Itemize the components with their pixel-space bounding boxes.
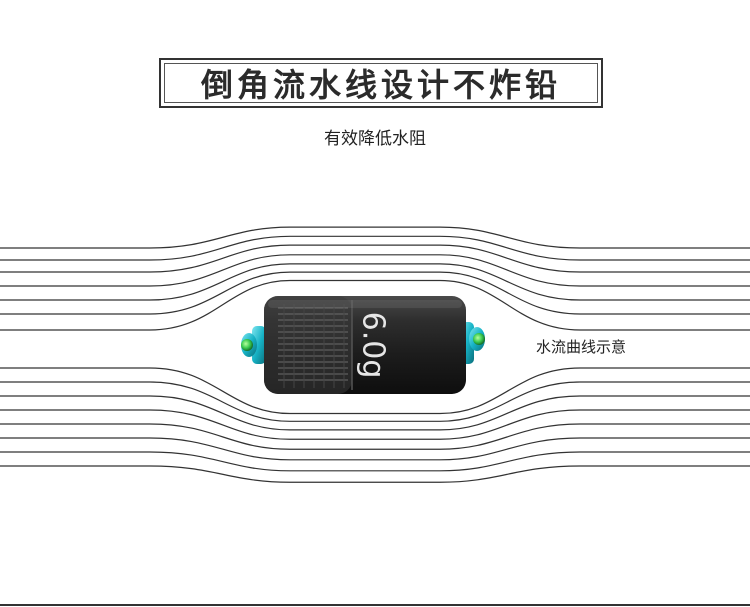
title-frame: 倒角流水线设计不炸铅 [159,58,603,108]
subtitle: 有效降低水阻 [324,129,426,149]
flow-lines [0,226,750,483]
flow-caption: 水流曲线示意 [536,338,627,356]
bead-icon [241,339,253,351]
flow-line [0,254,750,287]
weight-label: 6.0g [356,312,391,379]
flow-line [0,263,750,301]
flow-line [0,367,750,415]
flow-line [0,271,750,315]
flow-line [0,226,750,249]
flow-line [0,409,750,440]
page-title: 倒角流水线设计不炸铅 [164,63,598,104]
flow-line [0,244,750,273]
flow-line [0,279,750,331]
bead-icon [473,333,485,345]
flow-line [0,423,750,450]
flow-line [0,395,750,431]
left-end-cap [241,326,266,364]
flow-line [0,235,750,261]
sinker-body: 6.0g [264,296,466,394]
flow-line [0,451,750,472]
flow-line [0,465,750,483]
flow-line [0,381,750,422]
grip-lines [278,304,348,388]
flow-line [0,437,750,461]
bottom-divider [0,604,750,606]
